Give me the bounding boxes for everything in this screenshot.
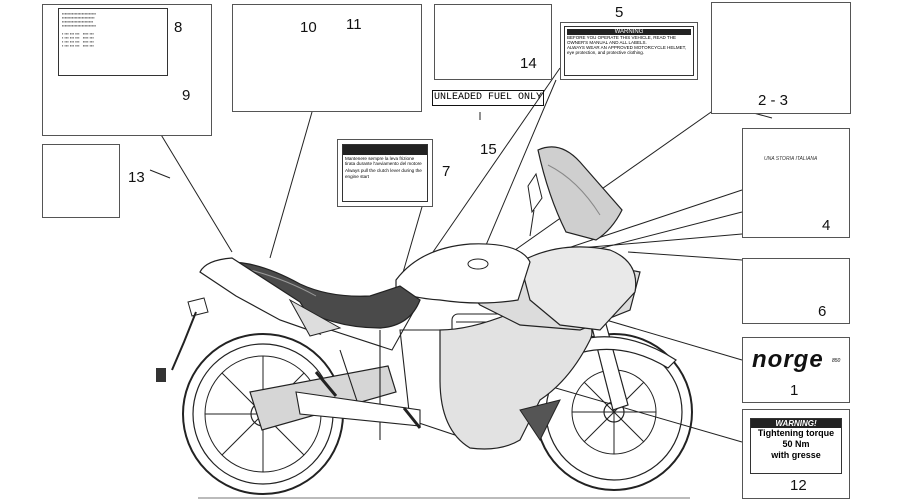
callout-14: 14	[520, 55, 537, 72]
callout-5: 5	[615, 4, 624, 21]
callout-11: 11	[346, 16, 362, 33]
box-item-5: WARNING BEFORE YOU OPERATE THIS VEHICLE,…	[560, 22, 698, 80]
callout-9: 9	[182, 87, 191, 104]
callout-10: 10	[300, 19, 317, 36]
box-items-2-3	[711, 2, 851, 114]
callout-12: 12	[790, 477, 807, 494]
model-logo: norge	[752, 346, 824, 373]
fuse-label: FUSE D	[107, 87, 113, 110]
front-fairing	[519, 246, 637, 331]
callout-1: 1	[790, 382, 799, 399]
callout-15: 15	[480, 141, 497, 158]
model-sub: 850	[832, 358, 841, 364]
box-item-4	[742, 128, 850, 238]
warning-line: ALWAYS WEAR AN APPROVED MOTORCYCLE HELME…	[567, 45, 687, 55]
torque-line-2: 50 Nm	[782, 439, 810, 449]
fuse-label: FUSE B	[77, 87, 84, 109]
torque-line-1: Tightening torque	[757, 428, 835, 438]
clutch-en: Always pull the clutch lever during the …	[345, 168, 422, 179]
windscreen	[537, 146, 623, 241]
callout-13: 13	[128, 169, 145, 186]
callout-8: 8	[174, 19, 183, 36]
fuse-label: FUSE E	[121, 87, 128, 109]
fuse-grid: FUSE A FUSE B FUSE C FUSE D FUSE E FUSE …	[63, 83, 151, 129]
warning-line: BEFORE YOU OPERATE THIS VEHICLE, READ TH…	[567, 35, 676, 45]
callout-2-3: 2 - 3	[758, 92, 789, 109]
clutch-it: Mantenere sempre la leva frizione tirata…	[345, 156, 422, 167]
callout-7: 7	[442, 163, 451, 180]
history-text: UNA STORIA ITALIANA	[764, 156, 818, 162]
fuel-decal: UNLEADED FUEL ONLY	[432, 90, 544, 106]
spare-label: SPARE H	[96, 118, 118, 124]
spare-label: SPARE I	[126, 118, 146, 124]
box-item-14	[434, 4, 552, 80]
tail-section	[199, 257, 322, 336]
box-item-12: WARNING! Tightening torque 50 Nm with gr…	[742, 409, 850, 499]
box-items-10-11	[232, 4, 422, 112]
callout-6: 6	[818, 303, 827, 320]
warning-head: WARNING	[567, 29, 691, 35]
info-label-8: ▪▪▪▪▪▪▪▪▪▪▪▪▪▪▪▪▪▪▪▪▪▪▪▪▪▪▪▪▪▪▪▪▪▪▪▪▪▪▪▪…	[58, 8, 168, 76]
box-item-13	[42, 144, 120, 218]
callout-4: 4	[822, 217, 831, 234]
logo-text: MOTO GUZZI	[733, 40, 803, 52]
spare-label: SPARE G	[66, 118, 89, 124]
box-item-1	[742, 337, 850, 403]
box-item-7: Mantenere sempre la leva frizione tirata…	[337, 139, 433, 207]
box-item-6	[742, 258, 850, 324]
fuel-tank	[395, 243, 531, 304]
torque-head: WARNING!	[751, 419, 841, 428]
fuse-label: FUSE F	[136, 87, 143, 109]
fuse-label: FUSE A	[63, 87, 69, 109]
torque-line-3: with gresse	[771, 450, 821, 460]
fuse-label: FUSE C	[92, 87, 99, 110]
